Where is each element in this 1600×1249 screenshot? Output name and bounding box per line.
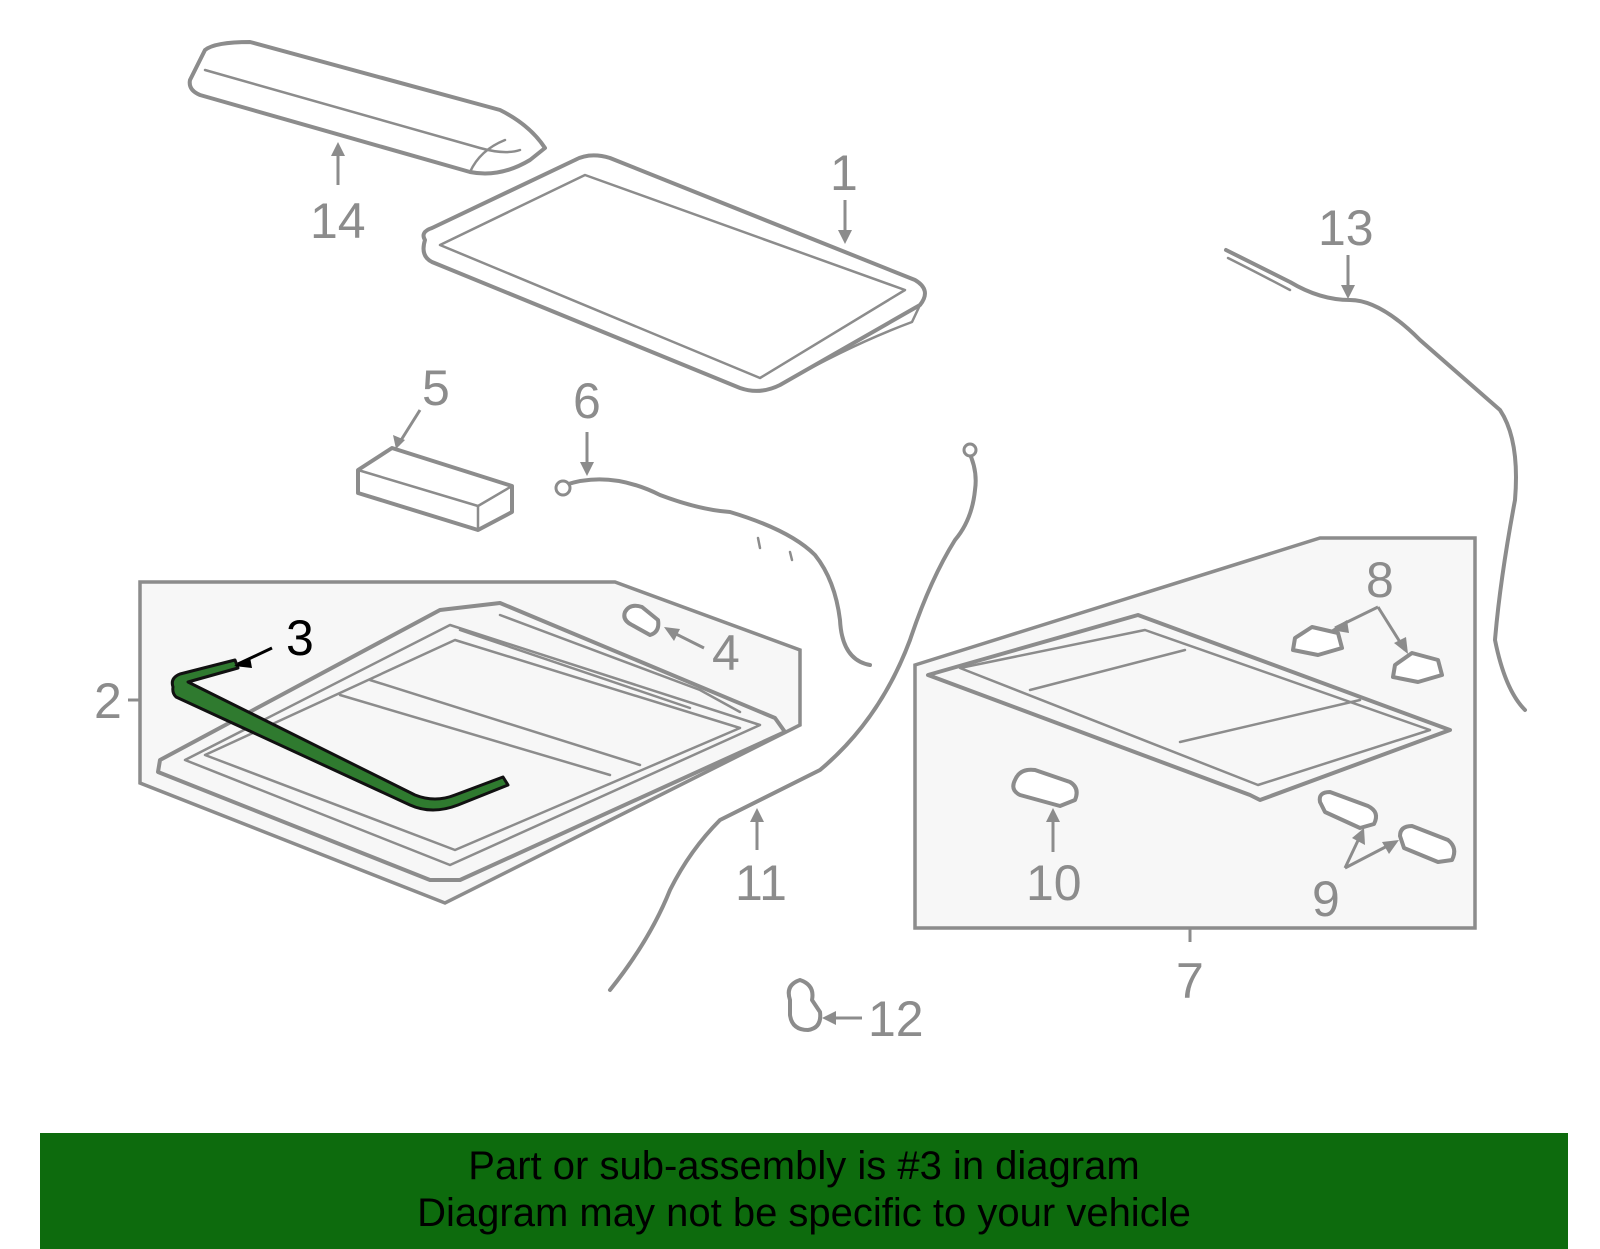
callout-14-label: 14 xyxy=(310,193,366,249)
callout-6-label: 6 xyxy=(573,373,601,429)
part-2-sunroof-frame[interactable] xyxy=(156,601,787,882)
callout-5-arrow xyxy=(393,409,422,449)
part-6-cable[interactable] xyxy=(554,477,872,667)
callout-5-label: 5 xyxy=(422,360,450,416)
callout-9-arrows xyxy=(1343,828,1399,870)
part-8-clip-b[interactable] xyxy=(1391,651,1444,684)
part-11-drain-tube[interactable] xyxy=(608,442,978,992)
callout-11-label: 11 xyxy=(735,855,787,911)
part-1-glass-panel[interactable] xyxy=(421,153,927,393)
part-8-clip-a[interactable] xyxy=(1291,625,1344,657)
callout-13-arrow xyxy=(1341,255,1355,299)
part-12-clip[interactable] xyxy=(786,978,823,1032)
callout-12-label: 12 xyxy=(868,991,924,1047)
callout-3-arrow xyxy=(234,646,273,668)
callout-10-label: 10 xyxy=(1026,855,1082,911)
banner-line-1: Part or sub-assembly is #3 in diagram xyxy=(468,1144,1140,1188)
callout-12-arrow xyxy=(822,1011,862,1025)
callout-1-label: 1 xyxy=(830,145,858,201)
callout-2-label: 2 xyxy=(94,673,122,729)
part-7-sunshade[interactable] xyxy=(926,613,1452,802)
info-banner: Part or sub-assembly is #3 in diagram Di… xyxy=(40,1133,1568,1249)
callout-4-arrow xyxy=(664,627,705,650)
callout-9-label: 9 xyxy=(1312,871,1340,927)
callout-14-arrow xyxy=(331,142,345,185)
part-13-drain-hose[interactable] xyxy=(1224,248,1527,712)
part-4-fastener[interactable] xyxy=(622,603,661,637)
callout-11-arrow xyxy=(750,808,764,850)
part-5-block[interactable] xyxy=(356,446,514,532)
callout-13-label: 13 xyxy=(1318,200,1374,256)
callout-6-arrow xyxy=(580,432,594,476)
part-9-guide-a[interactable] xyxy=(1317,790,1378,830)
part-10-pad[interactable] xyxy=(1011,767,1079,808)
callout-8-arrows xyxy=(1331,605,1408,654)
callout-3-label: 3 xyxy=(286,610,314,666)
part-3-highlighted-rail[interactable] xyxy=(170,658,510,812)
callout-1-arrow xyxy=(838,200,852,244)
assembly-2-panel xyxy=(138,580,802,905)
banner-line-2: Diagram may not be specific to your vehi… xyxy=(417,1191,1191,1235)
callout-4-label: 4 xyxy=(712,625,740,681)
callout-8-label: 8 xyxy=(1366,552,1394,608)
callout-7-label: 7 xyxy=(1176,953,1204,1009)
part-9-guide-b[interactable] xyxy=(1398,824,1457,864)
part-14-wind-deflector[interactable] xyxy=(187,40,547,176)
callout-10-arrow xyxy=(1046,808,1060,852)
